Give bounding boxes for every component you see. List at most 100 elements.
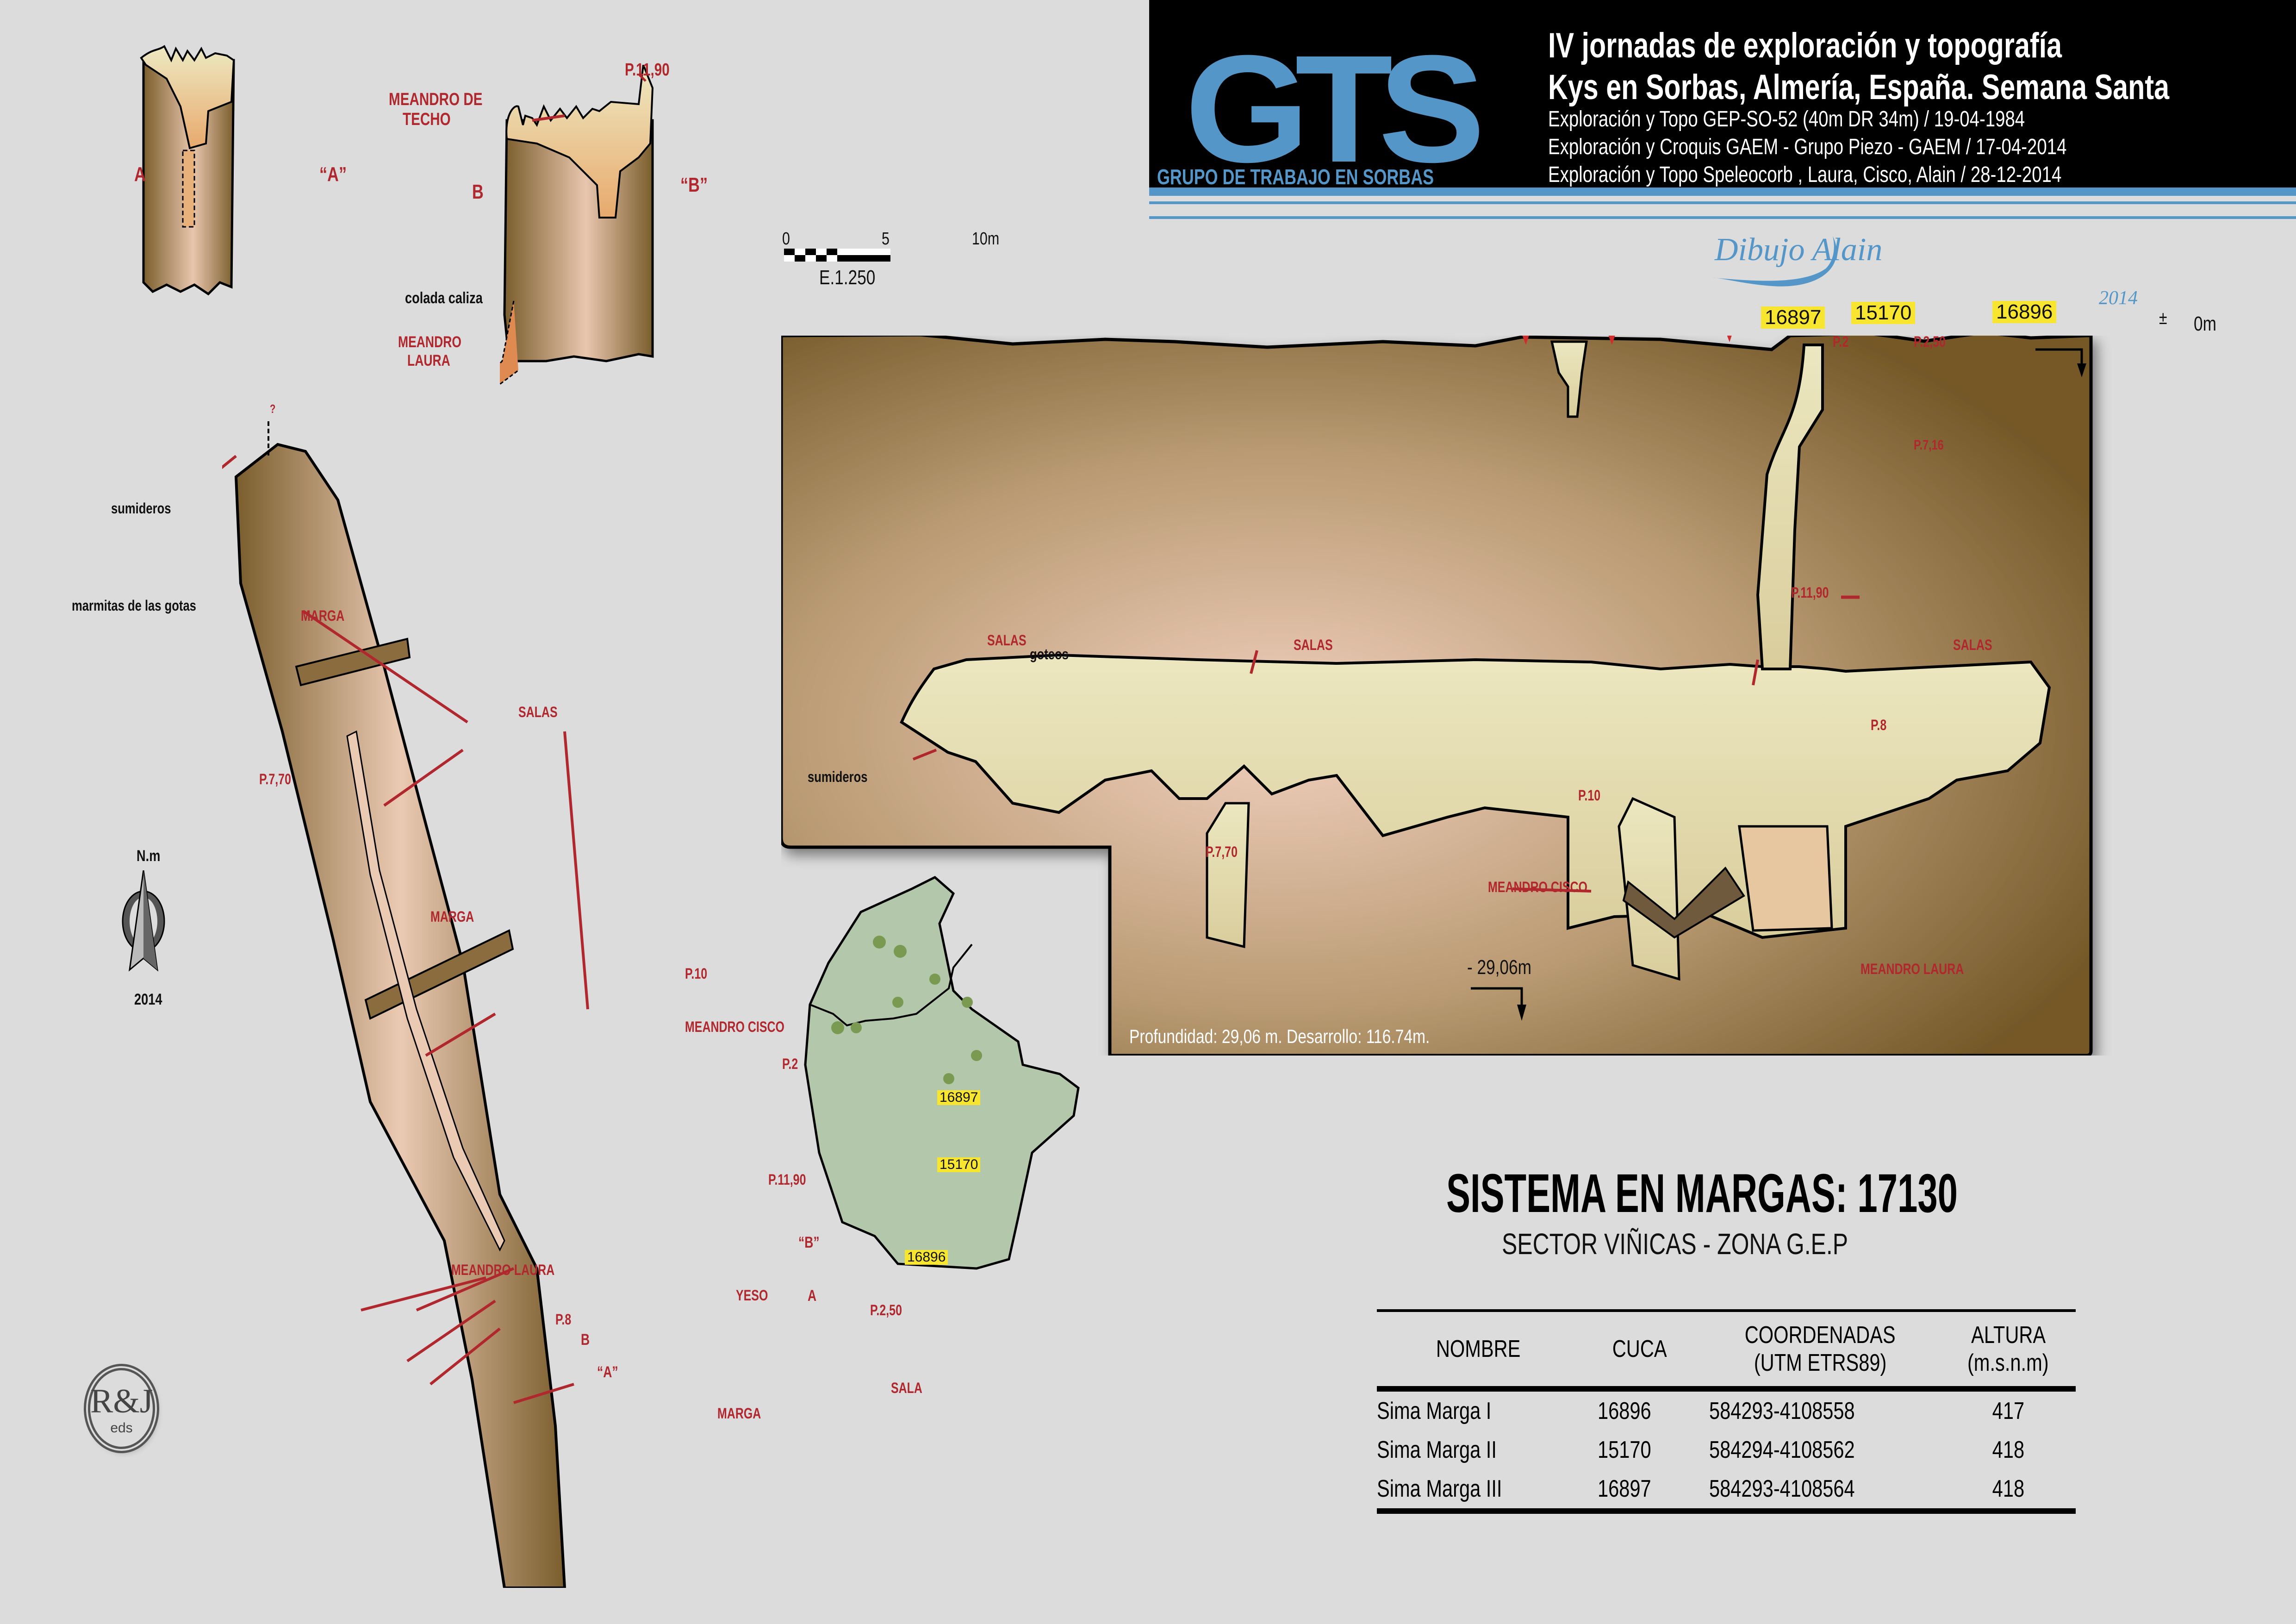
label-marga-3: MARGA (717, 1405, 761, 1422)
cell-coordenadas: 584294-4108562 (1709, 1437, 1855, 1463)
header-stripe (1149, 187, 2296, 196)
datum-sign: ± (2159, 308, 2167, 328)
plan-tag-16896: 16896 (905, 1250, 948, 1265)
cell-altura: 418 (1992, 1437, 2024, 1463)
section-a-right-label: “A” (319, 163, 347, 186)
cross-section-b (500, 65, 654, 385)
section-label-sumideros: sumideros (808, 768, 868, 785)
label-sumideros-plan: sumideros (111, 500, 171, 517)
section-label-p1190: P.11,90 (1791, 584, 1829, 601)
header-banner (1149, 0, 2296, 190)
section-label-goteos: goteos (1030, 646, 1069, 662)
header-credit-2: Exploración y Croquis GAEM - Grupo Piezo… (1548, 135, 2067, 159)
north-year: 2014 (134, 991, 162, 1008)
plan-view (222, 421, 589, 1588)
cell-nombre: Sima Marga III (1377, 1475, 1502, 1502)
header-stripe (1149, 216, 2296, 219)
publisher-logo-main: R&J (90, 1382, 153, 1420)
col-nombre: NOMBRE (1436, 1336, 1520, 1362)
scale-label: E.1.250 (819, 266, 876, 289)
header-credit-3: Exploración y Topo Speleocorb , Laura, C… (1548, 162, 2062, 187)
cell-cuca: 15170 (1598, 1437, 1652, 1463)
label-salas-plan: SALAS (518, 704, 558, 720)
label-meandro-laura-plan: MEANDRO LAURA (451, 1262, 555, 1278)
col-cuca: CUCA (1612, 1336, 1667, 1362)
label-p770-plan: P.7,70 (259, 771, 291, 787)
section-label-salas-left: SALAS (987, 632, 1027, 649)
label-unknown: ? (270, 402, 276, 416)
entrance-tag-16897: 16897 (1761, 306, 1825, 329)
header-title-line2: Kys en Sorbas, Almería, España. Semana S… (1548, 68, 2170, 107)
scale-tick: 10m (972, 229, 1000, 249)
section-label-salas-mid: SALAS (1294, 637, 1333, 653)
header-credit-1: Exploración y Topo GEP-SO-52 (40m DR 34m… (1548, 107, 2025, 131)
plan-tag-16897: 16897 (937, 1090, 981, 1105)
label-p8-plan: P.8 (555, 1311, 572, 1328)
section-b-right-label: “B” (680, 174, 708, 196)
section-label-p250: P.2,50 (1914, 333, 1946, 350)
label-p2-plan: P.2 (782, 1056, 798, 1072)
section-footer: Profundidad: 29,06 m. Desarrollo: 116.74… (1129, 1025, 1430, 1047)
label-p250-plan: P.2,50 (870, 1302, 902, 1318)
label-meandro-de: MEANDRO DE (389, 90, 483, 109)
cell-coordenadas: 584293-4108564 (1709, 1475, 1855, 1502)
label-laura: LAURA (407, 352, 450, 369)
label-techo: TECHO (403, 110, 451, 129)
section-b-left-label: B (472, 181, 484, 203)
label-marga-2: MARGA (430, 908, 474, 925)
col-coordenadas: COORDENADAS(UTM ETRS89) (1745, 1322, 1896, 1376)
section-label-p10: P.10 (1578, 787, 1601, 804)
system-subtitle: SECTOR VIÑICAS - ZONA G.E.P (1502, 1227, 1848, 1261)
cell-nombre: Sima Marga I (1377, 1398, 1492, 1424)
cell-cuca: 16897 (1598, 1475, 1652, 1502)
gts-logo: GTS (1185, 23, 1485, 194)
section-label-p2: P.2 (1833, 333, 1849, 350)
label-colada-caliza: colada caliza (405, 289, 483, 307)
cell-altura: 418 (1992, 1475, 2024, 1502)
section-label-salas-right: SALAS (1953, 637, 1992, 653)
datum-value: 0m (2194, 312, 2216, 335)
entrance-tag-16896: 16896 (1992, 301, 2057, 323)
label-b-plan: B (581, 1331, 590, 1349)
section-label-p716: P.7,16 (1914, 437, 1944, 453)
label-meandro-cisco-plan: MEANDRO CISCO (685, 1018, 784, 1035)
table-row: Sima Marga II 15170 584294-4108562 418 (1377, 1430, 2076, 1469)
publisher-logo: R&J eds (88, 1368, 155, 1449)
signature-swoosh (1712, 236, 1837, 287)
table-header-row: NOMBRE CUCA COORDENADAS(UTM ETRS89) ALTU… (1377, 1311, 2076, 1389)
label-p1190-b: P.11,90 (625, 60, 670, 80)
label-p10-plan: P.10 (685, 965, 708, 982)
cell-altura: 417 (1992, 1398, 2024, 1424)
section-label-meandro-cisco: MEANDRO CISCO (1488, 879, 1587, 895)
cell-cuca: 16896 (1598, 1398, 1652, 1424)
depth-marker: - 29,06m (1467, 956, 1531, 979)
cross-section-a (140, 45, 235, 296)
surface-plan (804, 876, 1080, 1270)
table-row: Sima Marga I 16896 584293-4108558 417 (1377, 1389, 2076, 1430)
scale-tick: 0 (782, 229, 790, 249)
table-row: Sima Marga III 16897 584293-4108564 418 (1377, 1469, 2076, 1511)
cave-info-table: NOMBRE CUCA COORDENADAS(UTM ETRS89) ALTU… (1377, 1309, 2076, 1514)
section-a-left-label: A (134, 163, 146, 186)
section-label-p770: P.7,70 (1206, 843, 1238, 860)
header-stripe (1149, 201, 2296, 204)
cell-nombre: Sima Marga II (1377, 1437, 1497, 1463)
cell-coordenadas: 584293-4108558 (1709, 1398, 1855, 1424)
label-meandro: MEANDRO (398, 333, 462, 351)
plan-tag-15170: 15170 (937, 1157, 981, 1172)
label-p1190-plan: P.11,90 (768, 1171, 806, 1188)
entrance-tag-15170: 15170 (1851, 302, 1916, 324)
north-label: N.m (137, 847, 161, 865)
gts-logo-subtitle: GRUPO DE TRABAJO EN SORBAS (1157, 165, 1434, 189)
publisher-logo-sub: eds (110, 1420, 133, 1436)
system-title: SISTEMA EN MARGAS: 17130 (1446, 1163, 1958, 1224)
label-a-quote-plan: “A” (597, 1363, 618, 1381)
col-altura: ALTURA(m.s.n.m) (1967, 1322, 2049, 1376)
label-a-plan: A (808, 1287, 817, 1305)
label-marmitas: marmitas de las gotas (72, 597, 196, 614)
section-view-panel (781, 336, 2093, 1056)
scale-tick: 5 (882, 229, 890, 249)
label-b-quote-plan: “B” (798, 1234, 820, 1251)
section-label-meandro-laura: MEANDRO LAURA (1860, 961, 1964, 977)
north-arrow-icon (122, 870, 165, 972)
